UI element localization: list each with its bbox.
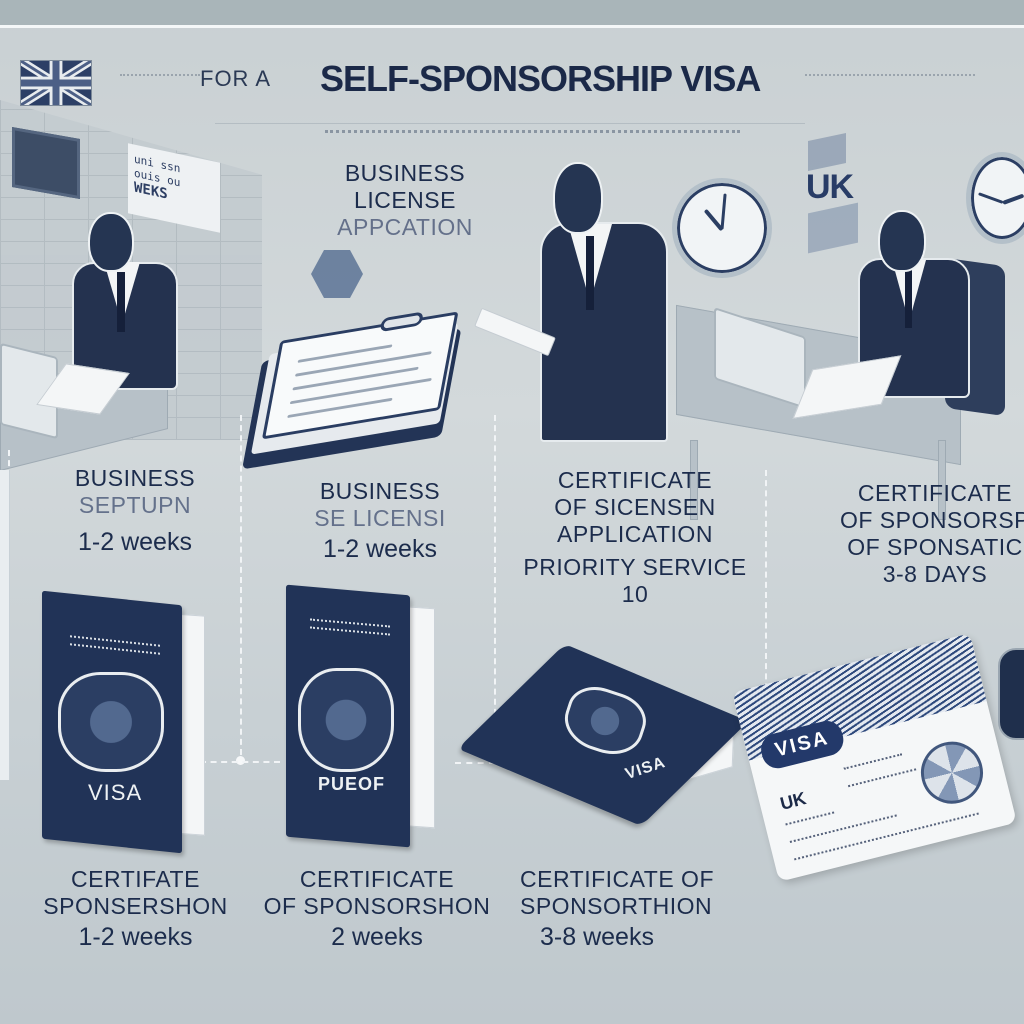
wall-clock-icon-right [966, 152, 1024, 244]
title-decor-left [120, 74, 200, 78]
royal-crest-icon [298, 668, 394, 772]
top-band [0, 0, 1024, 25]
desk-2-leg [938, 440, 946, 520]
royal-crest-icon [58, 672, 164, 772]
subtitle-illegible [325, 130, 740, 136]
duration: 10 [621, 581, 649, 607]
connector-node [236, 756, 245, 765]
step-certificate-sponsorship-days: CERTIFICATE OF SPONSORSP OF SPONSATIC 3-… [815, 480, 1024, 588]
hexagon-badge-icon [311, 250, 363, 298]
visa-card-country: UK [778, 788, 809, 814]
step-certificate-sponsorship-3: CERTIFICATE OF SPONSORTHION 3-8 weeks [520, 866, 750, 954]
page-title: SELF-SPONSORSHIP VISA [320, 58, 761, 99]
connector-line [240, 415, 242, 755]
step-business-setup: BUSINESS SEPTUPN 1-2 weeks [40, 465, 230, 559]
title-decor-right [805, 74, 975, 78]
connector-line [455, 762, 495, 764]
duration: 1-2 weeks [78, 923, 193, 951]
step-certificate-priority-service: CERTIFICATE OF SICENSEN APPLICATION PRIO… [505, 467, 765, 608]
connector-line [494, 415, 496, 725]
union-jack-seal-icon [914, 735, 990, 811]
title-prefix: FOR A [200, 66, 272, 91]
dial-icon-partial [998, 648, 1024, 740]
desk-2-leg [690, 440, 698, 520]
uk-sign-plate-top [808, 132, 846, 172]
uk-flag-icon [20, 60, 92, 106]
duration: 2 weeks [331, 923, 423, 951]
top-divider [0, 25, 1024, 28]
step-certificate-sponsorship-2: CERTIFICATE OF SPONSORSHON 2 weeks [262, 866, 492, 954]
wall-frame-picture [12, 127, 80, 199]
uk-sign-text: UK [806, 168, 854, 206]
visa-card: VISA UK [732, 633, 1017, 882]
uk-sign-plate-bottom [808, 202, 858, 254]
wall-clock-icon [672, 178, 772, 278]
document-edge [0, 470, 10, 780]
connector-line [200, 761, 280, 763]
title-underline [215, 123, 805, 124]
clipboard-folder-icon [241, 309, 476, 477]
duration: 3-8 weeks [540, 923, 654, 951]
duration: 1-2 weeks [78, 528, 192, 556]
step-certificate-sponsorship-1: CERTIFATE SPONSERSHON 1-2 weeks [28, 866, 243, 954]
duration: 3-8 DAYS [882, 561, 988, 587]
step-business-license: BUSINESS SE LICENSI 1-2 weeks [290, 478, 470, 566]
duration: 1-2 weeks [323, 535, 437, 563]
business-license-application-heading: BUSINESS LICENSE APPCATION [337, 160, 473, 240]
connector-line [765, 470, 767, 720]
